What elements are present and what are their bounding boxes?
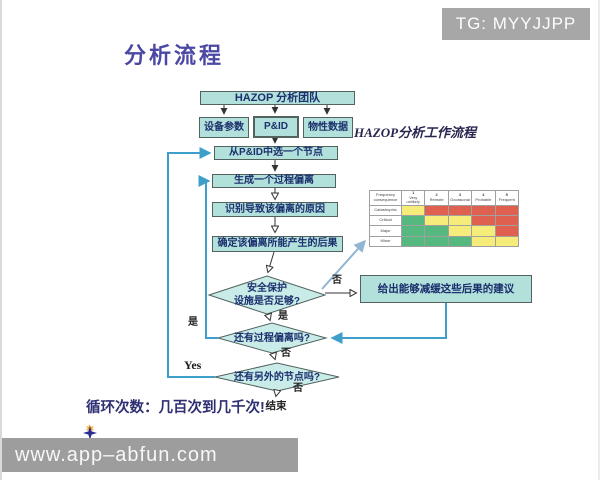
flow-node-identify-causes: 识别导致该偏离的原因 — [212, 202, 338, 217]
matrix-cell — [400, 204, 426, 217]
flow-node-determine-consequences: 确定该偏离所能产生的后果 — [212, 236, 343, 252]
connector-moredeviations-morenodes — [273, 353, 275, 359]
connector-loop-node — [167, 147, 215, 378]
matrix-cell — [471, 215, 496, 227]
connector-loop-deviation — [198, 175, 218, 339]
matrix-row: Catastrophic — [369, 204, 520, 217]
matrix-cell — [494, 215, 520, 227]
footer-bar: www.app–abfun.com — [2, 438, 298, 472]
matrix-cell — [447, 225, 473, 237]
matrix-cell — [424, 204, 449, 217]
matrix-cell — [400, 215, 426, 227]
matrix-cell — [447, 204, 473, 217]
decision-more-deviations-shape — [216, 322, 328, 354]
matrix-row-label: Minor — [369, 235, 402, 248]
matrix-cell — [424, 225, 449, 237]
decision-safeguards-label: 安全保护 设施是否足够? — [209, 279, 325, 311]
decision-safeguards-line1: 安全保护 — [247, 283, 287, 294]
flow-node-equipment: 设备参数 — [199, 117, 249, 138]
matrix-cell — [424, 215, 449, 227]
flow-node-suggest: 给出能够减缓这些后果的建议 — [360, 275, 532, 303]
flow-node-select-node: 从P&ID中选一个节点 — [214, 146, 338, 160]
label-yes-safeguards: 是 — [278, 311, 288, 322]
decision-safeguards-line2: 设施是否足够? — [233, 296, 301, 307]
decision-more-nodes-label: 还有另外的节点吗? — [233, 371, 321, 383]
end-label: 结束 — [265, 400, 287, 412]
decision-more-nodes-shape — [214, 362, 340, 392]
connector-suggest-moredeviations — [330, 303, 447, 344]
matrix-cell — [471, 235, 496, 248]
flow-subtitle: HAZOP分析工作流程 — [354, 125, 477, 140]
flow-node-generate-deviation: 生成一个过程偏离 — [212, 174, 336, 188]
matrix-row: Critical — [369, 215, 520, 227]
label-loop-yes-zh: 是 — [188, 317, 198, 328]
matrix-row-label: Major — [369, 225, 402, 237]
matrix-row: Minor — [369, 235, 520, 248]
flow-node-pid: P&ID — [253, 116, 299, 138]
matrix-cell — [447, 235, 473, 248]
page-title: 分析流程 — [124, 43, 225, 68]
label-no-more-deviations: 否 — [281, 348, 291, 359]
label-no-safeguards: 否 — [332, 275, 342, 286]
watermark-badge: TG: MYYJJPP — [442, 8, 590, 40]
decision-safeguards-shape — [207, 275, 327, 315]
matrix-cell — [400, 235, 426, 248]
matrix-cell — [494, 204, 520, 217]
matrix-cell — [471, 225, 496, 237]
matrix-cell — [400, 225, 426, 237]
connector-safeguards-matrix — [321, 239, 367, 290]
flow-node-properties: 物性数据 — [303, 117, 353, 138]
matrix-cell — [424, 235, 449, 248]
footer-url: www.app–abfun.com — [15, 443, 218, 466]
connector-morenodes-end — [276, 391, 277, 396]
connector-safeguards-moredeviations — [268, 314, 270, 320]
sparkle-icon — [83, 424, 97, 440]
matrix-cell — [447, 215, 473, 227]
loop-count-note: 循环次数：几百次到几千次! — [86, 400, 265, 416]
matrix-cell — [494, 235, 520, 248]
flow-node-team: HAZOP 分析团队 — [200, 91, 355, 105]
matrix-row-label: Catastrophic — [369, 204, 402, 217]
matrix-cell — [471, 204, 496, 217]
label-no-more-nodes: 否 — [293, 383, 303, 394]
matrix-row: Major — [369, 225, 520, 237]
watermark-text: TG: MYYJJPP — [455, 14, 577, 33]
decision-more-deviations-label: 还有过程偏离吗? — [233, 332, 311, 344]
connector-determine-safeguards — [268, 251, 275, 272]
label-loop-yes-en: Yes — [184, 358, 202, 372]
matrix-cell — [494, 225, 520, 237]
matrix-row-label: Critical — [369, 215, 402, 227]
